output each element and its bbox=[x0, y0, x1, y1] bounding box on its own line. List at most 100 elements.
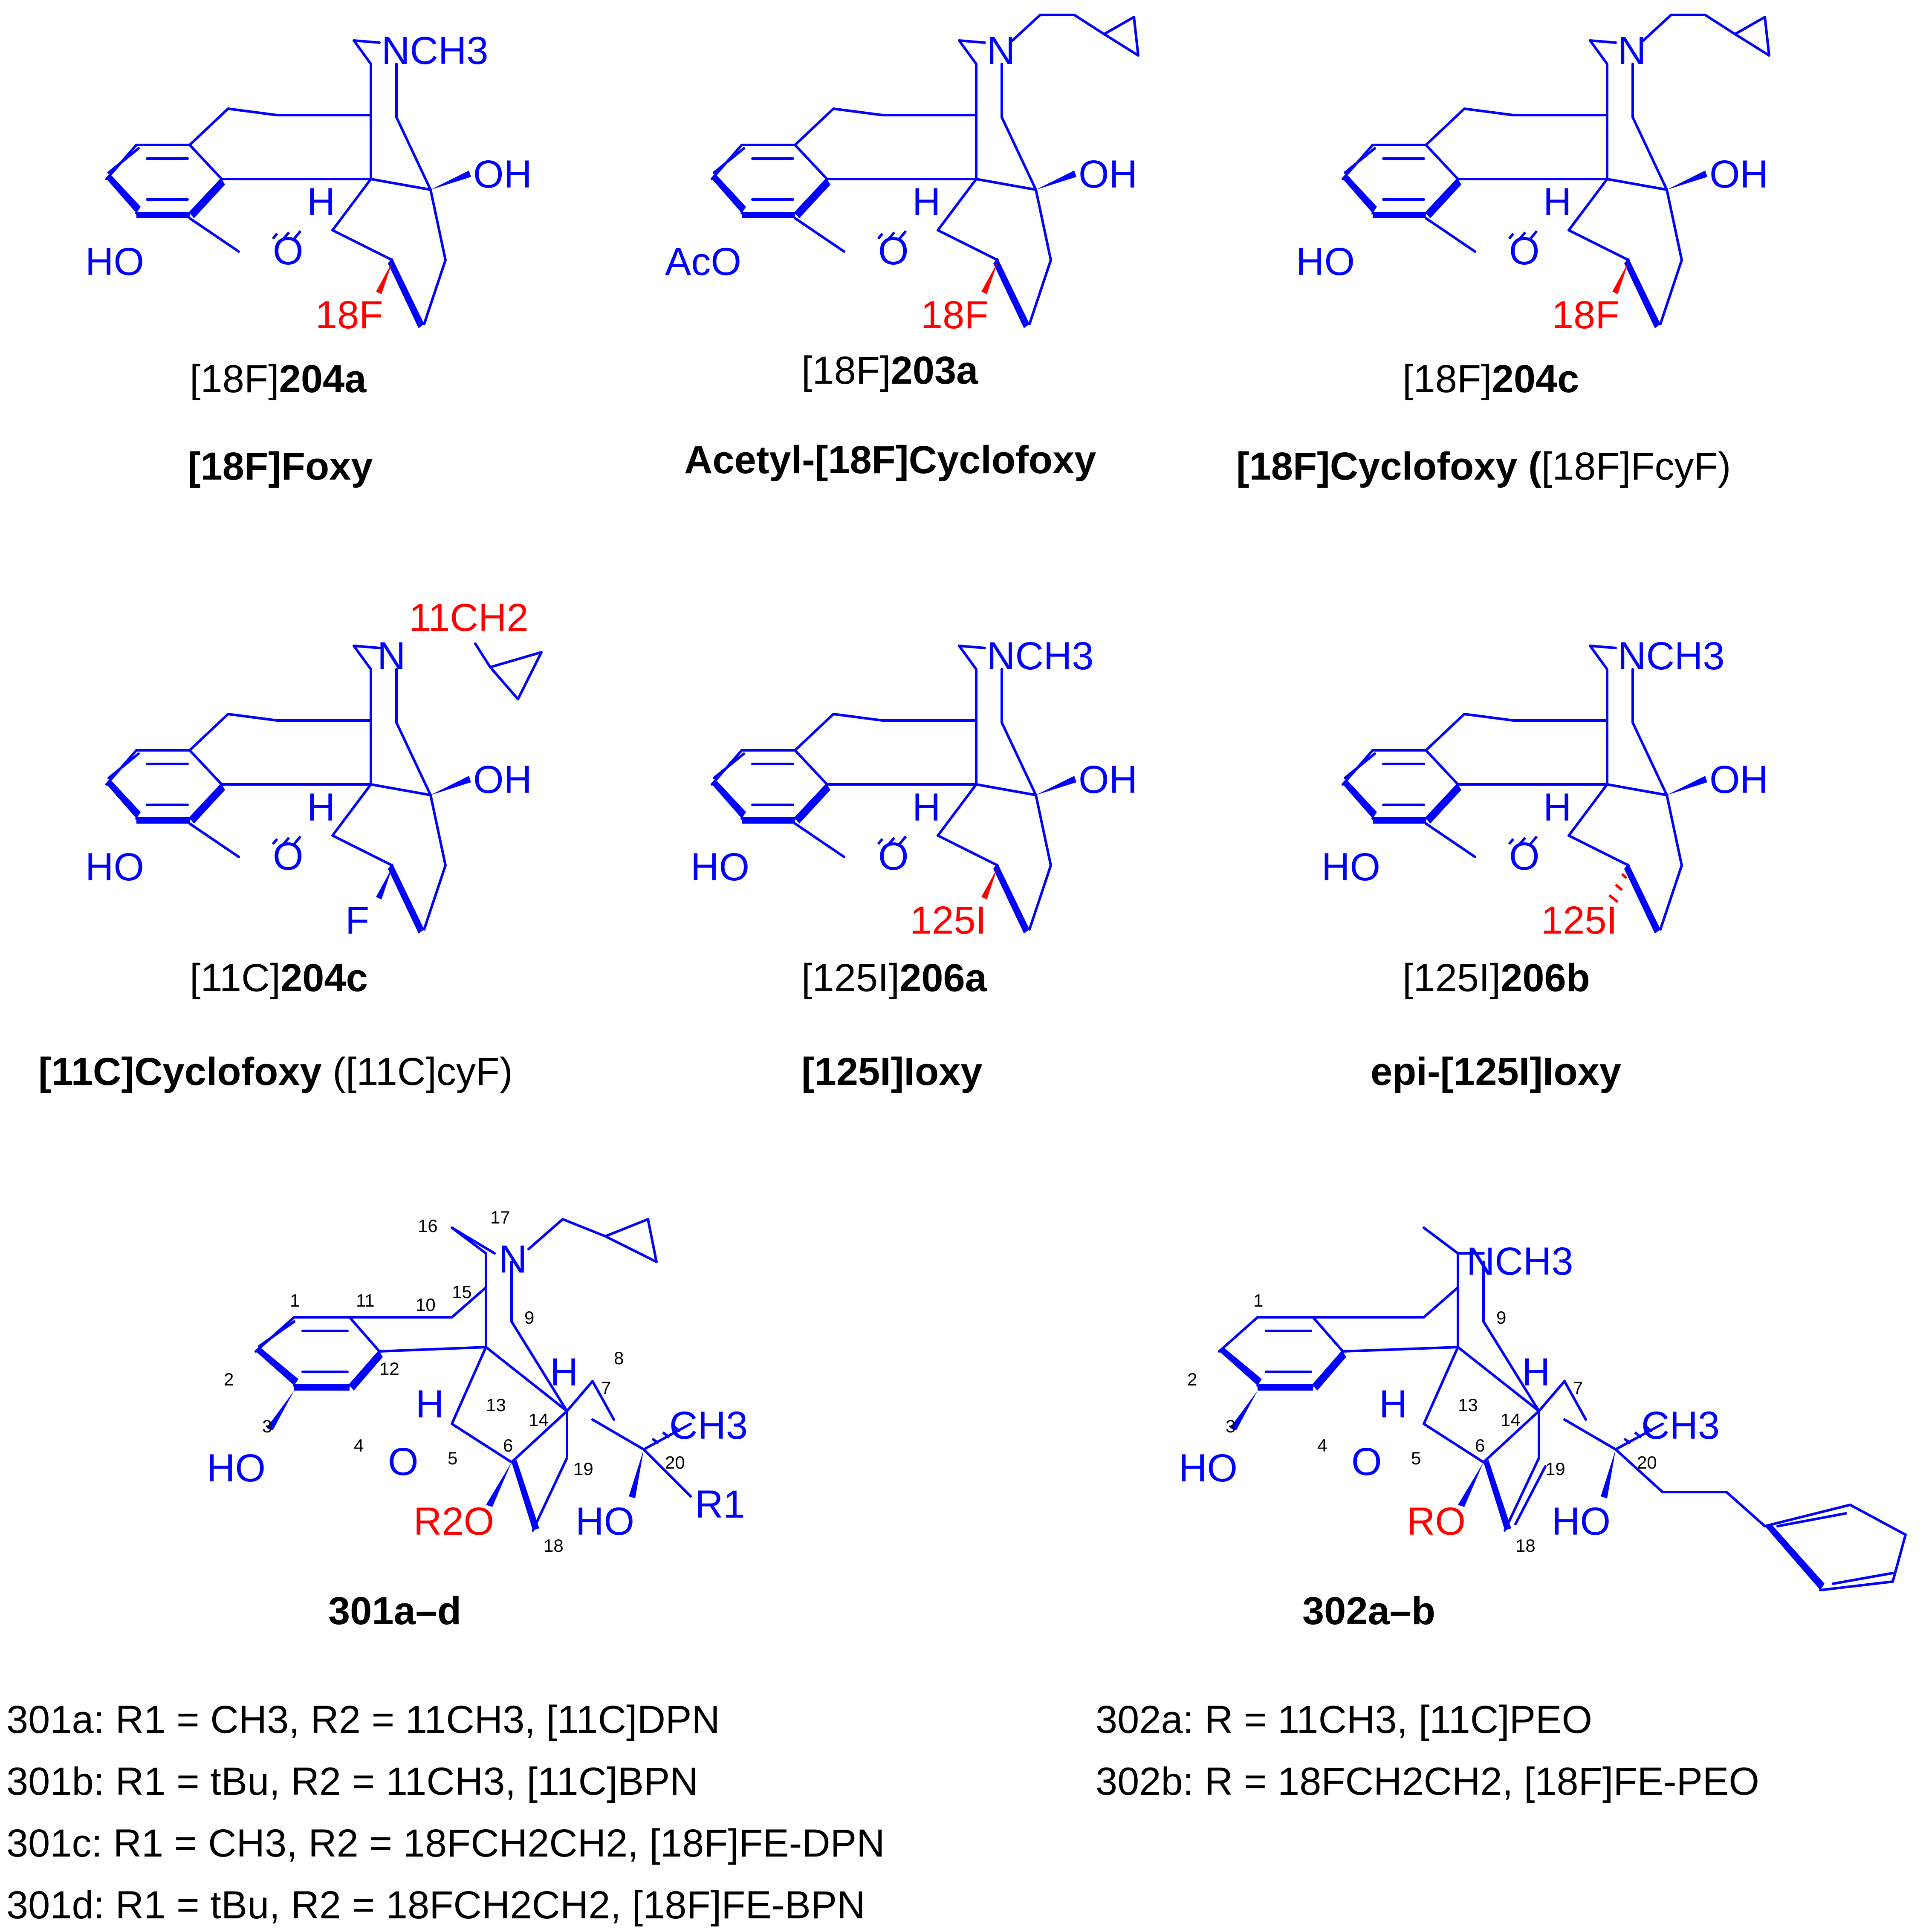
name-ioxy: [125I]Ioxy bbox=[801, 1050, 982, 1093]
svg-text:O: O bbox=[273, 835, 304, 878]
legend-301b: 301b: R1 = tBu, R2 = 11CH3, [11C]BPN bbox=[6, 1760, 698, 1803]
svg-text:O: O bbox=[1509, 229, 1540, 273]
svg-text:RO: RO bbox=[1407, 1500, 1466, 1543]
svg-text:HO: HO bbox=[1179, 1446, 1238, 1490]
n-methyl-label: NCH3 bbox=[382, 29, 488, 72]
svg-text:O: O bbox=[878, 229, 909, 273]
svg-text:H: H bbox=[550, 1351, 578, 1394]
svg-text:15: 15 bbox=[452, 1282, 472, 1302]
svg-text:N: N bbox=[377, 634, 405, 678]
svg-text:20: 20 bbox=[665, 1452, 685, 1472]
svg-text:CH3: CH3 bbox=[1641, 1404, 1720, 1447]
code-206b: [125I]206b bbox=[1403, 956, 1590, 1000]
svg-text:125I: 125I bbox=[1541, 899, 1617, 942]
svg-text:O: O bbox=[388, 1440, 419, 1484]
svg-text:20: 20 bbox=[1637, 1452, 1657, 1472]
svg-text:6: 6 bbox=[1475, 1435, 1485, 1455]
name-acetyl-cyclofoxy: Acetyl-[18F]Cyclofoxy bbox=[684, 438, 1096, 482]
svg-text:1: 1 bbox=[290, 1290, 300, 1310]
isotope-label: 18F bbox=[315, 293, 383, 337]
svg-text:F: F bbox=[345, 899, 369, 942]
svg-text:NCH3: NCH3 bbox=[987, 634, 1093, 678]
svg-text:NCH3: NCH3 bbox=[1618, 634, 1724, 678]
svg-text:5: 5 bbox=[448, 1448, 457, 1468]
svg-text:19: 19 bbox=[1545, 1459, 1565, 1479]
svg-text:R2O: R2O bbox=[414, 1500, 494, 1543]
svg-text:OH: OH bbox=[1079, 758, 1137, 801]
compound-204a: NCH3 OH HO O H 18F bbox=[85, 29, 532, 337]
compound-203a: N OH AcO O H 18F bbox=[665, 14, 1139, 337]
svg-text:O: O bbox=[1351, 1440, 1382, 1484]
svg-text:N: N bbox=[1618, 29, 1646, 72]
svg-text:2: 2 bbox=[1187, 1369, 1197, 1389]
svg-text:R1: R1 bbox=[695, 1483, 745, 1526]
svg-text:10: 10 bbox=[416, 1295, 436, 1315]
svg-text:HO: HO bbox=[1296, 240, 1355, 283]
svg-text:OH: OH bbox=[473, 758, 532, 801]
svg-text:NCH3: NCH3 bbox=[1466, 1240, 1573, 1283]
svg-text:H: H bbox=[307, 180, 335, 224]
svg-text:H: H bbox=[912, 180, 940, 224]
legend-301: 301a: R1 = CH3, R2 = 11CH3, [11C]DPN 301… bbox=[6, 1698, 885, 1927]
svg-text:OH: OH bbox=[1079, 153, 1137, 196]
compound-206a: NCH3 OH HO O H 125I bbox=[691, 634, 1137, 942]
svg-text:14: 14 bbox=[1501, 1410, 1521, 1430]
svg-text:18: 18 bbox=[1515, 1536, 1536, 1556]
svg-text:CH3: CH3 bbox=[669, 1404, 748, 1447]
structure-302: NCH3 HO O H H CH3 HO RO 1 2 3 4 5 6 7 9 … bbox=[1179, 1226, 1907, 1591]
svg-text:N: N bbox=[987, 29, 1015, 72]
aryl-substituent: HO bbox=[85, 240, 144, 283]
compound-206b: NCH3 OH HO O H 125I bbox=[1322, 634, 1768, 942]
svg-text:6: 6 bbox=[503, 1435, 513, 1455]
svg-text:H: H bbox=[1543, 180, 1571, 224]
code-203a: [18F]203a bbox=[801, 349, 978, 392]
svg-text:HO: HO bbox=[575, 1500, 634, 1543]
svg-text:3: 3 bbox=[262, 1416, 272, 1436]
name-epi-ioxy: epi-[125I]Ioxy bbox=[1371, 1050, 1621, 1093]
legend-302a: 302a: R = 11CH3, [11C]PEO bbox=[1096, 1698, 1592, 1741]
svg-text:19: 19 bbox=[573, 1459, 593, 1479]
svg-text:HO: HO bbox=[85, 845, 144, 889]
svg-text:11: 11 bbox=[356, 1290, 375, 1310]
name-cyclofoxy-c11: [11C]Cyclofoxy ([11C]cyF) bbox=[38, 1050, 513, 1093]
svg-text:N: N bbox=[499, 1238, 527, 1281]
svg-text:2: 2 bbox=[224, 1369, 234, 1389]
code-204c-f18: [18F]204c bbox=[1403, 357, 1579, 401]
compound-204c-f18: N OH HO O H 18F bbox=[1296, 14, 1770, 337]
name-cyclofoxy-f18: [18F]Cyclofoxy ([18F]FcyF) bbox=[1236, 445, 1731, 488]
svg-text:9: 9 bbox=[1496, 1307, 1506, 1328]
svg-text:17: 17 bbox=[490, 1207, 510, 1227]
svg-text:O: O bbox=[273, 229, 304, 273]
label-301: 301a–d bbox=[328, 1589, 461, 1633]
svg-text:O: O bbox=[878, 835, 909, 878]
legend-301c: 301c: R1 = CH3, R2 = 18FCH2CH2, [18F]FE-… bbox=[6, 1822, 885, 1865]
svg-text:13: 13 bbox=[486, 1395, 506, 1415]
svg-text:7: 7 bbox=[601, 1378, 611, 1398]
svg-text:H: H bbox=[416, 1382, 444, 1426]
code-204a: [18F]204a bbox=[190, 357, 367, 401]
svg-text:14: 14 bbox=[529, 1410, 549, 1430]
svg-text:16: 16 bbox=[418, 1216, 438, 1236]
legend-302: 302a: R = 11CH3, [11C]PEO 302b: R = 18FC… bbox=[1096, 1698, 1759, 1803]
structure-301: N HO O H H CH3 R1 HO R2O 1 2 3 4 5 6 7 8… bbox=[207, 1207, 748, 1556]
svg-text:HO: HO bbox=[691, 845, 749, 889]
svg-text:18F: 18F bbox=[1552, 293, 1619, 337]
svg-text:HO: HO bbox=[1552, 1500, 1611, 1543]
svg-text:4: 4 bbox=[354, 1435, 364, 1455]
svg-text:H: H bbox=[1379, 1382, 1407, 1426]
svg-text:HO: HO bbox=[207, 1446, 266, 1490]
svg-text:18: 18 bbox=[544, 1536, 564, 1556]
svg-text:OH: OH bbox=[1709, 153, 1768, 196]
svg-text:H: H bbox=[307, 786, 335, 829]
svg-text:9: 9 bbox=[524, 1307, 534, 1328]
compound-204c-c11: N 11CH2 OH HO O H F bbox=[85, 596, 543, 942]
svg-text:O: O bbox=[1509, 835, 1540, 878]
svg-text:AcO: AcO bbox=[665, 240, 741, 283]
svg-text:H: H bbox=[912, 786, 940, 829]
svg-text:8: 8 bbox=[614, 1348, 624, 1368]
n-ch2-label: 11CH2 bbox=[409, 596, 529, 639]
code-204c-c11: [11C]204c bbox=[190, 956, 368, 1000]
code-206a: [125I]206a bbox=[801, 956, 987, 1000]
legend-301a: 301a: R1 = CH3, R2 = 11CH3, [11C]DPN bbox=[6, 1698, 720, 1741]
